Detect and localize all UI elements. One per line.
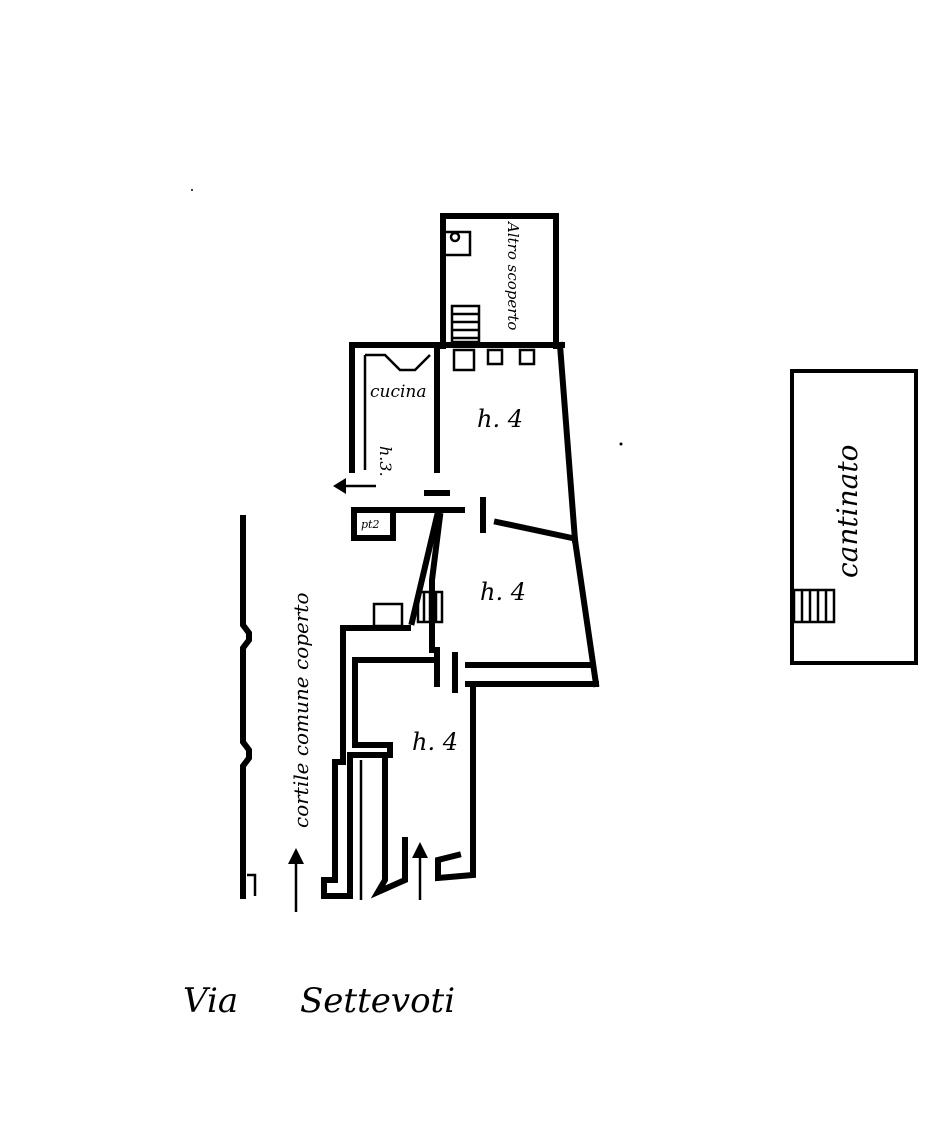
label-cortile: cortile comune coperto [289, 592, 313, 828]
label-pt2: pt2 [361, 518, 379, 531]
cellar-stairs [792, 588, 836, 624]
label-cantinato: cantinato [831, 445, 864, 578]
arrow-left-icon [333, 478, 376, 494]
courtyard-boundary: cortile comune coperto [240, 515, 313, 899]
cellar-cantinato: cantinato [790, 369, 918, 665]
annex-altro-scoperto: Altro scoperto [440, 213, 559, 349]
label-h4-middle: h. 4 [480, 578, 526, 606]
annex-stairs [450, 304, 481, 344]
middle-stairs [416, 590, 444, 624]
label-via: Via [183, 981, 238, 1021]
label-h4-bottom: h. 4 [412, 728, 458, 756]
label-h4-top: h. 4 [477, 405, 523, 433]
arrow-up-icon [412, 842, 428, 900]
label-cucina: cucina [370, 382, 427, 402]
label-street-name: Settevoti [300, 981, 455, 1021]
label-altro-scoperto: Altro scoperto [504, 220, 522, 330]
lower-block: h. 4 [288, 625, 476, 912]
middle-block: pt2 h. 4 [333, 478, 600, 688]
label-h3: h.3. [376, 446, 395, 477]
arrow-up-icon [288, 848, 304, 912]
upper-block: cucina h.3. h. 4 [349, 341, 579, 544]
